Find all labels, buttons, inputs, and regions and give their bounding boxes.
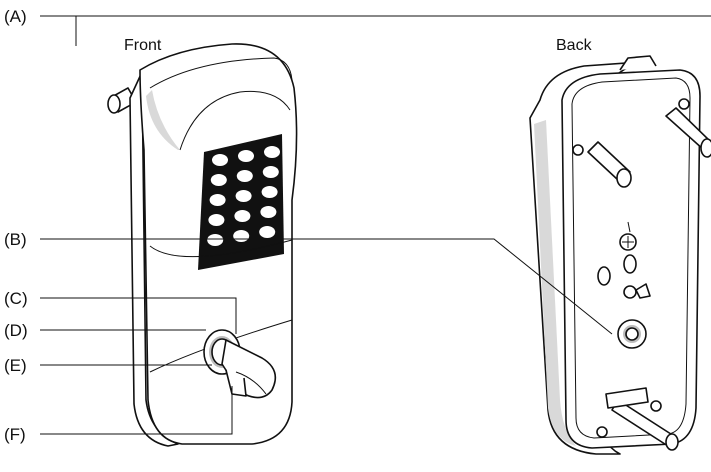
callout-b: (B) [4,230,613,335]
front-lock [107,43,298,447]
callout-f: (F) [4,386,233,444]
keypad-key [236,170,253,182]
keypad-key [262,166,279,178]
front-rear-pin-end [107,94,121,114]
callout-d: (D) [4,321,206,340]
knob-tab [225,369,247,397]
callout-a: (A) [4,7,711,46]
back-cylinder-core [625,327,639,341]
front-body-contour-upper [149,239,293,258]
keypad-key [234,210,251,222]
keypad-key [264,146,280,158]
keypad-key [207,234,224,246]
hole-center [623,254,637,274]
callout-f-label: (F) [4,425,26,444]
keypad-key [233,230,250,242]
keypad-key [260,206,277,218]
callout-c-label: (C) [4,289,28,308]
hole-left [597,266,611,286]
switch-dial-lower [623,285,637,299]
keypad-key [261,186,278,198]
back-lock [529,55,711,455]
keypad-key [238,150,254,162]
switch-dial-top-cross [622,236,634,248]
keypad-key [208,214,225,226]
front-cap-shade [146,90,180,150]
callout-b-label: (B) [4,230,27,249]
back-pin-upper-right-end [700,138,711,158]
keypad-key [210,174,227,186]
callout-b-leader [40,238,613,335]
switch-mark [627,221,631,233]
knob-grip-line [235,371,267,395]
callout-d-label: (D) [4,321,28,340]
back-top-clip [619,55,657,71]
callout-c: (C) [4,289,237,334]
back-pin-lower-end [665,433,679,451]
keypad-key [212,154,228,166]
callout-f-leader [40,386,233,435]
callout-c-leader [40,297,237,334]
back-slot [605,387,649,409]
keypad-key [259,226,276,238]
back-pin-upper-left-end [616,168,632,188]
back-pin-upper-right [665,107,711,151]
key-cylinder-icon [203,329,277,399]
back-side-shade [534,120,576,446]
switch-lever [635,283,651,299]
screw-top-right [678,98,690,110]
back-plate-inner [571,77,691,439]
front-cap-contour [149,57,293,89]
back-view-title: Back [556,37,593,54]
keypad-key [209,194,226,206]
callout-e: (E) [4,356,212,375]
keypad-key [235,190,252,202]
front-view-title: Front [124,37,162,54]
callout-a-label: (A) [4,7,27,26]
screw-top-left [572,144,584,156]
keypad-icon [207,146,280,246]
screw-bottom-left [596,426,608,438]
front-cap-edge [179,90,291,151]
callout-e-label: (E) [4,356,27,375]
screw-bottom-right [650,400,662,412]
